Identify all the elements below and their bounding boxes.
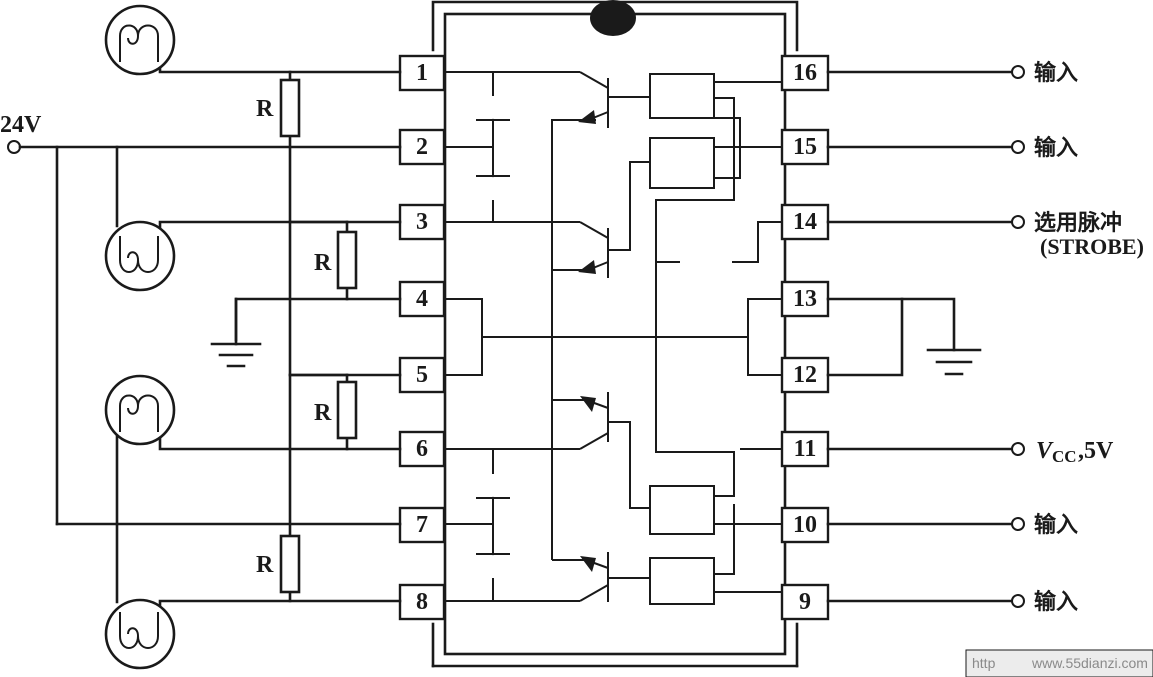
input-label-16: 输入: [1034, 60, 1078, 86]
pin-15-number: 15: [793, 134, 817, 160]
logic-blocks: [649, 73, 715, 605]
watermark-left: http: [972, 655, 996, 671]
lamp-4: [104, 598, 176, 670]
pin-1-number: 1: [416, 60, 428, 86]
pin-12: 12: [780, 356, 830, 394]
vcc-label: V CC ,5V: [1036, 438, 1114, 466]
supply-label: 24V: [0, 112, 42, 138]
ground-left: [210, 297, 262, 368]
left-external-wiring: [7, 46, 402, 638]
lamp-1: [104, 4, 176, 76]
pin-12-number: 12: [793, 362, 817, 388]
strobe-label-en: (STROBE): [1040, 234, 1144, 259]
pin-5-number: 5: [416, 362, 428, 388]
input-terminal-15[interactable]: [1011, 140, 1025, 154]
terminals-right: [1011, 65, 1025, 608]
pin-4: 4: [398, 280, 446, 318]
resistor-2: [336, 230, 358, 290]
input-label-10: 输入: [1034, 512, 1078, 538]
resistor-4: [279, 534, 301, 594]
vcc-terminal[interactable]: [1011, 442, 1025, 456]
diode-lower-pair: [476, 474, 510, 578]
pin-2: 2: [398, 128, 446, 166]
pin-14: 14: [780, 203, 830, 241]
pin-7: 7: [398, 506, 446, 544]
transistor-arrows: [578, 110, 596, 572]
pin-3-number: 3: [416, 209, 428, 235]
pin1-notch: [590, 0, 636, 36]
lamp-2: [104, 220, 176, 292]
pin-13-number: 13: [793, 286, 817, 312]
pin-14-number: 14: [793, 209, 817, 235]
watermark: http www.55dianzi.com: [965, 649, 1153, 677]
pin-9-number: 9: [799, 589, 811, 615]
diode-upper-pair: [476, 96, 510, 200]
pin-8: 8: [398, 583, 446, 621]
resistor-1: [279, 78, 301, 138]
vcc-label-sub: CC: [1052, 447, 1077, 466]
ic-package: [431, 0, 799, 668]
right-external-wiring: [826, 70, 1014, 603]
pin-2-number: 2: [416, 134, 428, 160]
pin-6: 6: [398, 430, 446, 468]
pin-8-number: 8: [416, 589, 428, 615]
pin-5: 5: [398, 356, 446, 394]
pin-1: 1: [398, 54, 446, 92]
pin-10: 10: [780, 506, 830, 544]
lamp-3: [104, 374, 176, 446]
input-label-9: 输入: [1034, 589, 1078, 615]
pin-13: 13: [780, 280, 830, 318]
pin-16: 16: [780, 54, 830, 92]
pin-9: 9: [780, 583, 830, 621]
pin-3: 3: [398, 203, 446, 241]
resistor-4-label: R: [256, 552, 274, 578]
vcc-label-rest: ,5V: [1078, 438, 1114, 464]
strobe-terminal[interactable]: [1011, 215, 1025, 229]
vcc-label-v: V: [1036, 438, 1054, 464]
supply-terminal[interactable]: [7, 140, 21, 154]
internal-wiring: [444, 71, 782, 602]
pin-6-number: 6: [416, 436, 428, 462]
watermark-right: www.55dianzi.com: [1031, 655, 1148, 671]
pin-4-number: 4: [416, 286, 428, 312]
pin-15: 15: [780, 128, 830, 166]
pin-11-number: 11: [794, 436, 817, 462]
input-label-15: 输入: [1034, 135, 1078, 161]
pin-11: 11: [780, 430, 830, 468]
pin-16-number: 16: [793, 60, 817, 86]
strobe-buffer: [680, 238, 732, 292]
strobe-label-cn: 选用脉冲: [1034, 211, 1122, 236]
resistor-2-label: R: [314, 250, 332, 276]
input-terminal-16[interactable]: [1011, 65, 1025, 79]
input-terminal-9[interactable]: [1011, 594, 1025, 608]
resistor-3-label: R: [314, 400, 332, 426]
pin-10-number: 10: [793, 512, 817, 538]
ground-right: [926, 348, 982, 376]
resistor-3: [336, 380, 358, 440]
pin-7-number: 7: [416, 512, 428, 538]
resistor-1-label: R: [256, 96, 274, 122]
input-terminal-10[interactable]: [1011, 517, 1025, 531]
